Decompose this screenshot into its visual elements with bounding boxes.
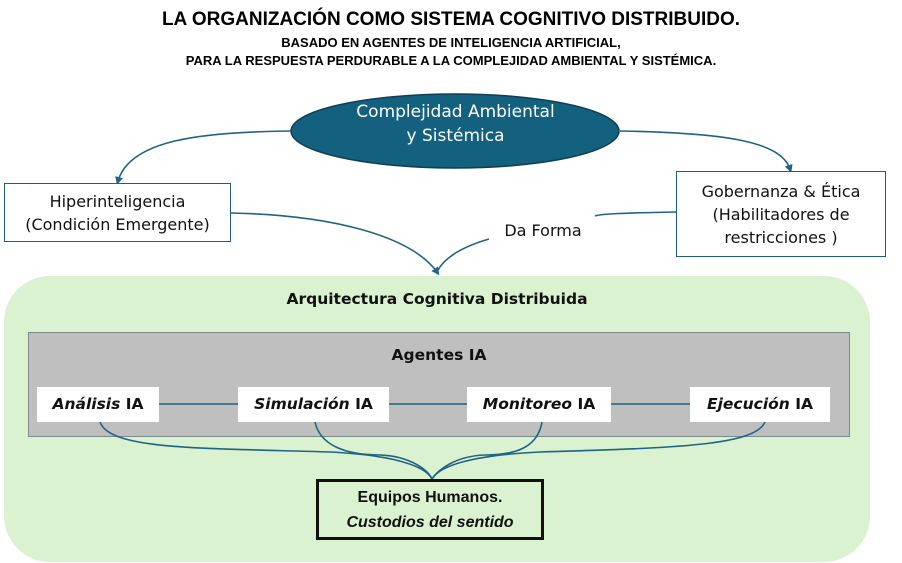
da-forma-label: Da Forma (493, 219, 593, 243)
link-gober-to-arch (594, 211, 677, 217)
agent-suffix: IA (355, 395, 373, 413)
gobernanza-label-line1: Gobernanza & Ética (701, 181, 861, 201)
architecture-title: Arquitectura Cognitiva Distribuida (286, 290, 588, 308)
agent-monitoreo: Monitoreo IA (467, 387, 611, 422)
diagram-title: LA ORGANIZACIÓN COMO SISTEMA COGNITIVO D… (161, 9, 741, 30)
diagram-subtitle-line1: BASADO EN AGENTES DE INTELIGENCIA ARTIFI… (281, 35, 621, 50)
agents-title: Agentes IA (391, 346, 487, 364)
agent-name: Ejecución (707, 395, 790, 413)
agent-suffix: IA (125, 395, 144, 413)
agent-simulacion: Simulación IA (238, 387, 389, 422)
hiperinteligencia-node: Hiperinteligencia (Condición Emergente) (4, 183, 231, 242)
complexity-label-line1: Complejidad Ambiental (356, 102, 555, 122)
human-teams-sublabel: Custodios del sentido (346, 513, 514, 531)
arrow-to-gobernanza (619, 130, 793, 173)
agent-ejecucion: Ejecución IA (690, 387, 830, 422)
agent-name: Simulación (254, 395, 350, 413)
agent-name: Análisis (52, 395, 121, 413)
gobernanza-label-line2: (Habilitadores de (712, 204, 850, 224)
arrow-to-hiperinteligencia (115, 130, 292, 185)
hiperinteligencia-label-line1: Hiperinteligencia (49, 191, 186, 211)
diagram-subtitle-line2: PARA LA RESPUESTA PERDURABLE A LA COMPLE… (185, 53, 717, 68)
link-daforma-to-arch (437, 238, 490, 271)
agent-suffix: IA (795, 395, 813, 413)
human-teams-node: Equipos Humanos. Custodios del sentido (316, 479, 544, 540)
complexity-label-line2: y Sistémica (406, 126, 505, 146)
human-teams-label: Equipos Humanos. (357, 488, 503, 506)
complexity-node: Complejidad Ambiental y Sistémica (291, 100, 620, 148)
gobernanza-node: Gobernanza & Ética (Habilitadores de res… (676, 171, 886, 257)
agent-name: Monitoreo (482, 395, 573, 413)
hiperinteligencia-label-line2: (Condición Emergente) (25, 214, 210, 234)
agent-analisis: Análisis IA (37, 387, 159, 422)
gobernanza-label-line3: restricciones ) (724, 227, 838, 247)
link-hiper-to-arch (230, 212, 440, 276)
agent-suffix: IA (577, 395, 596, 413)
